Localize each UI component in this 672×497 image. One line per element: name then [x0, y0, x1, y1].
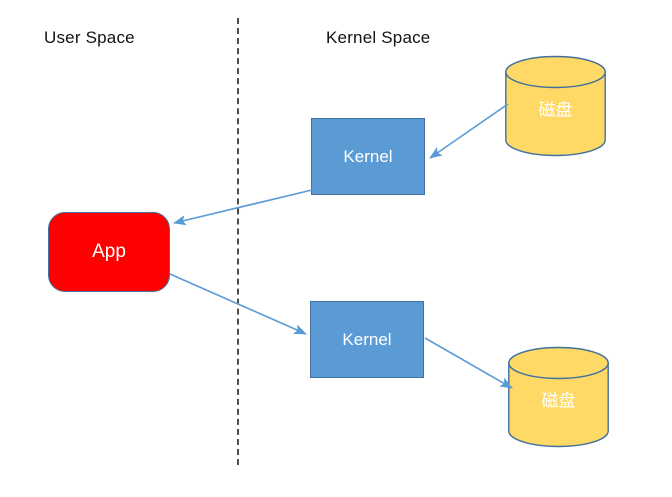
node-kernel-write[interactable]: Kernel	[310, 301, 424, 378]
cylinder-icon	[508, 346, 609, 448]
node-disk-write[interactable]: 磁盘	[508, 346, 609, 448]
node-app-label: App	[92, 241, 126, 262]
node-app[interactable]: App	[48, 212, 170, 292]
cylinder-icon	[505, 55, 606, 157]
node-kernel-read-label: Kernel	[343, 146, 393, 166]
user-space-label: User Space	[44, 28, 135, 47]
arrow-disk-read-to-kernel-read	[429, 103, 509, 159]
user-kernel-divider	[237, 18, 239, 465]
node-kernel-write-label: Kernel	[342, 329, 392, 349]
kernel-space-label: Kernel Space	[326, 28, 431, 47]
node-disk-read[interactable]: 磁盘	[505, 55, 606, 157]
arrow-kernel-read-to-app	[173, 189, 313, 226]
node-kernel-read[interactable]: Kernel	[311, 118, 425, 195]
arrow-kernel-write-to-disk-write	[424, 337, 513, 389]
